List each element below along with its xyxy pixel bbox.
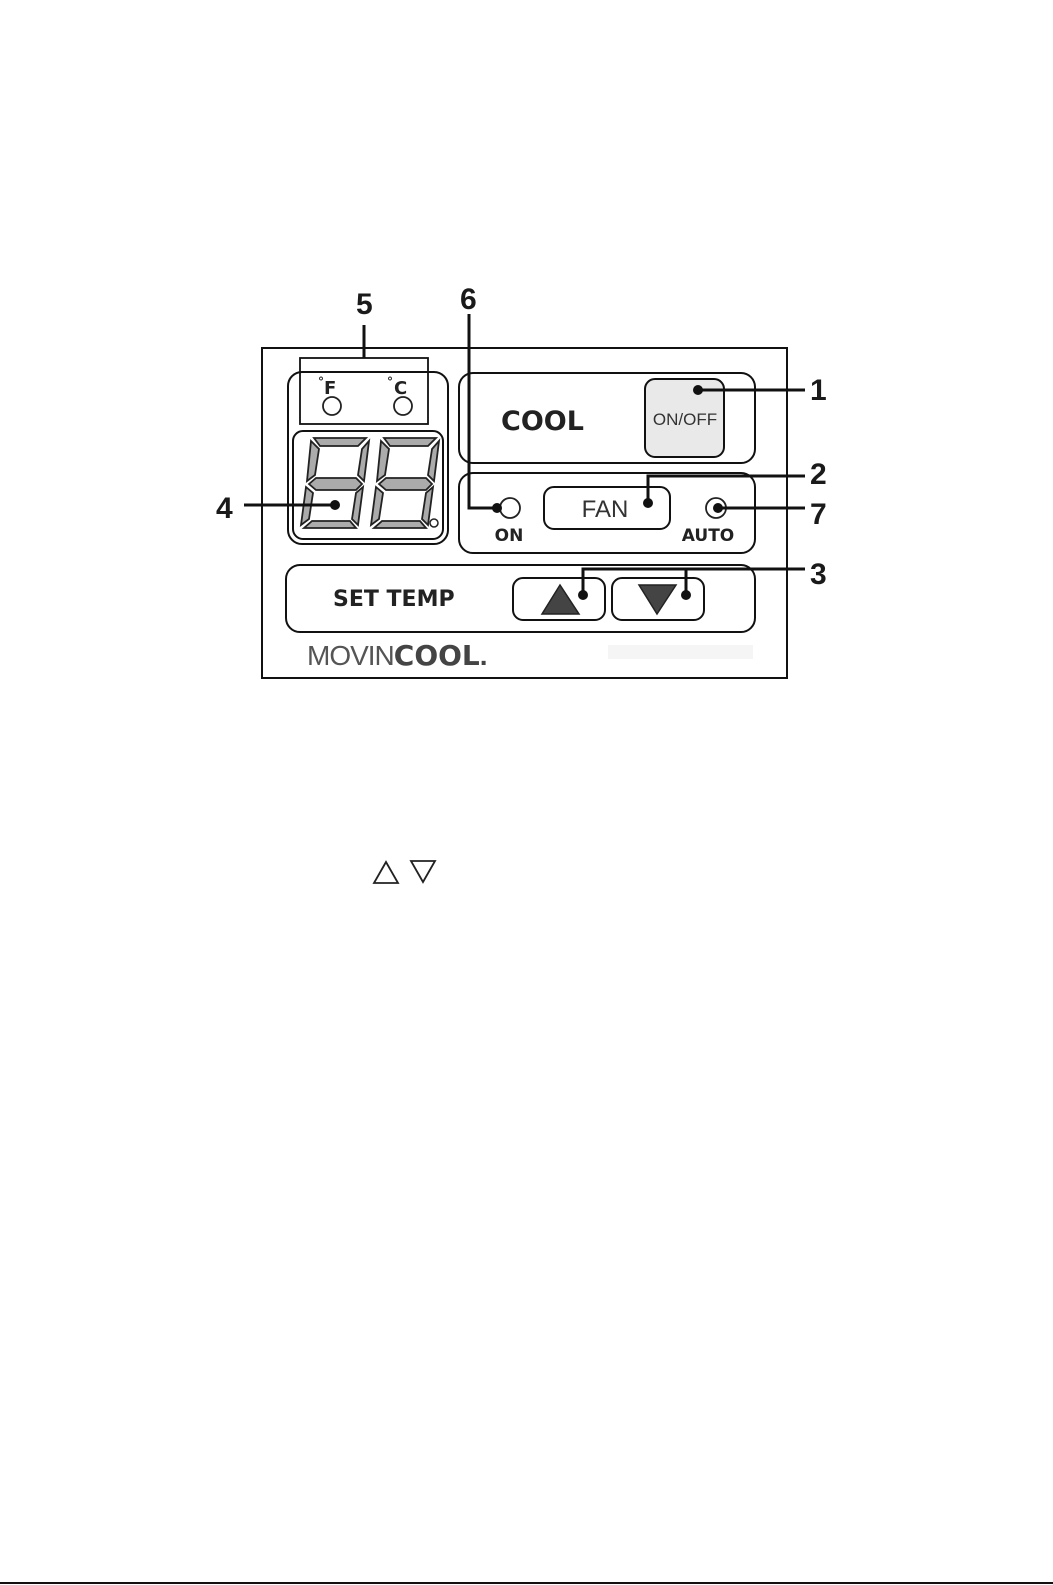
callout-6-leader (469, 314, 502, 513)
fan-label: FAN (582, 496, 629, 523)
unit-group-frame (300, 358, 428, 424)
fan-on-label: ON (495, 526, 524, 546)
callout-5-number: 5 (356, 288, 373, 321)
cool-label: COOL (501, 406, 584, 437)
callout-3-number: 3 (810, 558, 827, 591)
up-triangle-symbol-icon (374, 862, 398, 883)
fan-button[interactable]: FAN (544, 487, 670, 529)
faded-area (608, 645, 753, 659)
temp-up-button[interactable] (513, 578, 605, 620)
on-off-label: ON/OFF (653, 410, 717, 429)
fan-auto-label: AUTO (682, 526, 735, 546)
callout-6-number: 6 (460, 283, 477, 316)
seven-segment-digit-1 (301, 438, 369, 528)
degree-mark: ° (387, 375, 393, 389)
temp-down-button[interactable] (612, 578, 704, 620)
unit-c-label: C (394, 378, 407, 399)
unit-f-label: F (324, 378, 336, 399)
unit-f-indicator (323, 397, 341, 415)
fan-on-indicator (500, 498, 520, 518)
decimal-point (430, 519, 438, 527)
callout-4-number: 4 (216, 492, 233, 525)
seven-segment-digit-2 (371, 438, 439, 528)
set-temp-label: SET TEMP (333, 587, 455, 612)
callout-2-number: 2 (810, 458, 827, 491)
brand-logo: MOVINCOOL. (307, 639, 488, 672)
callout-7-leader (713, 503, 805, 513)
callout-1-number: 1 (810, 374, 827, 407)
unit-c-indicator (394, 397, 412, 415)
down-triangle-symbol-icon (411, 861, 435, 882)
callout-7-number: 7 (810, 498, 827, 531)
